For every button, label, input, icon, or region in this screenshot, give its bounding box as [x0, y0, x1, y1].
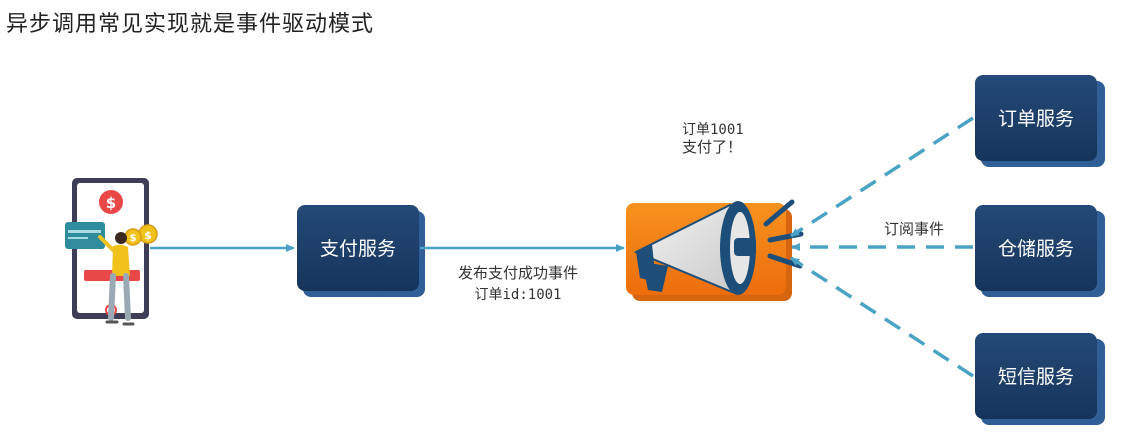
order-service-label: 订单服务: [998, 108, 1074, 130]
order-service-box[interactable]: 订单服务: [975, 75, 1105, 167]
phone-payment-user-icon: $ $ $: [65, 178, 158, 326]
svg-text:$: $: [130, 233, 137, 244]
svg-text:$: $: [144, 229, 152, 242]
subscription-lines: [790, 116, 974, 378]
svg-text:$: $: [106, 194, 116, 212]
subscribe-event-label: 订阅事件: [884, 220, 944, 238]
broker-note-line1: 订单1001: [682, 122, 744, 138]
megaphone-icon: [626, 199, 804, 301]
payment-service-box[interactable]: 支付服务: [297, 205, 425, 297]
page-title: 异步调用常见实现就是事件驱动模式: [6, 12, 375, 37]
storage-service-label: 仓储服务: [998, 238, 1074, 260]
payment-service-label: 支付服务: [320, 238, 396, 260]
publish-event-label: 发布支付成功事件: [458, 264, 578, 282]
sms-service-box[interactable]: 短信服务: [975, 333, 1105, 425]
sms-subscribe-line: [790, 256, 974, 378]
broker-note-line2: 支付了！: [682, 138, 742, 156]
storage-service-box[interactable]: 仓储服务: [975, 205, 1105, 297]
sms-service-label: 短信服务: [998, 366, 1074, 388]
publish-event-orderid: 订单id:1001: [474, 287, 561, 303]
order-subscribe-line: [790, 116, 974, 238]
